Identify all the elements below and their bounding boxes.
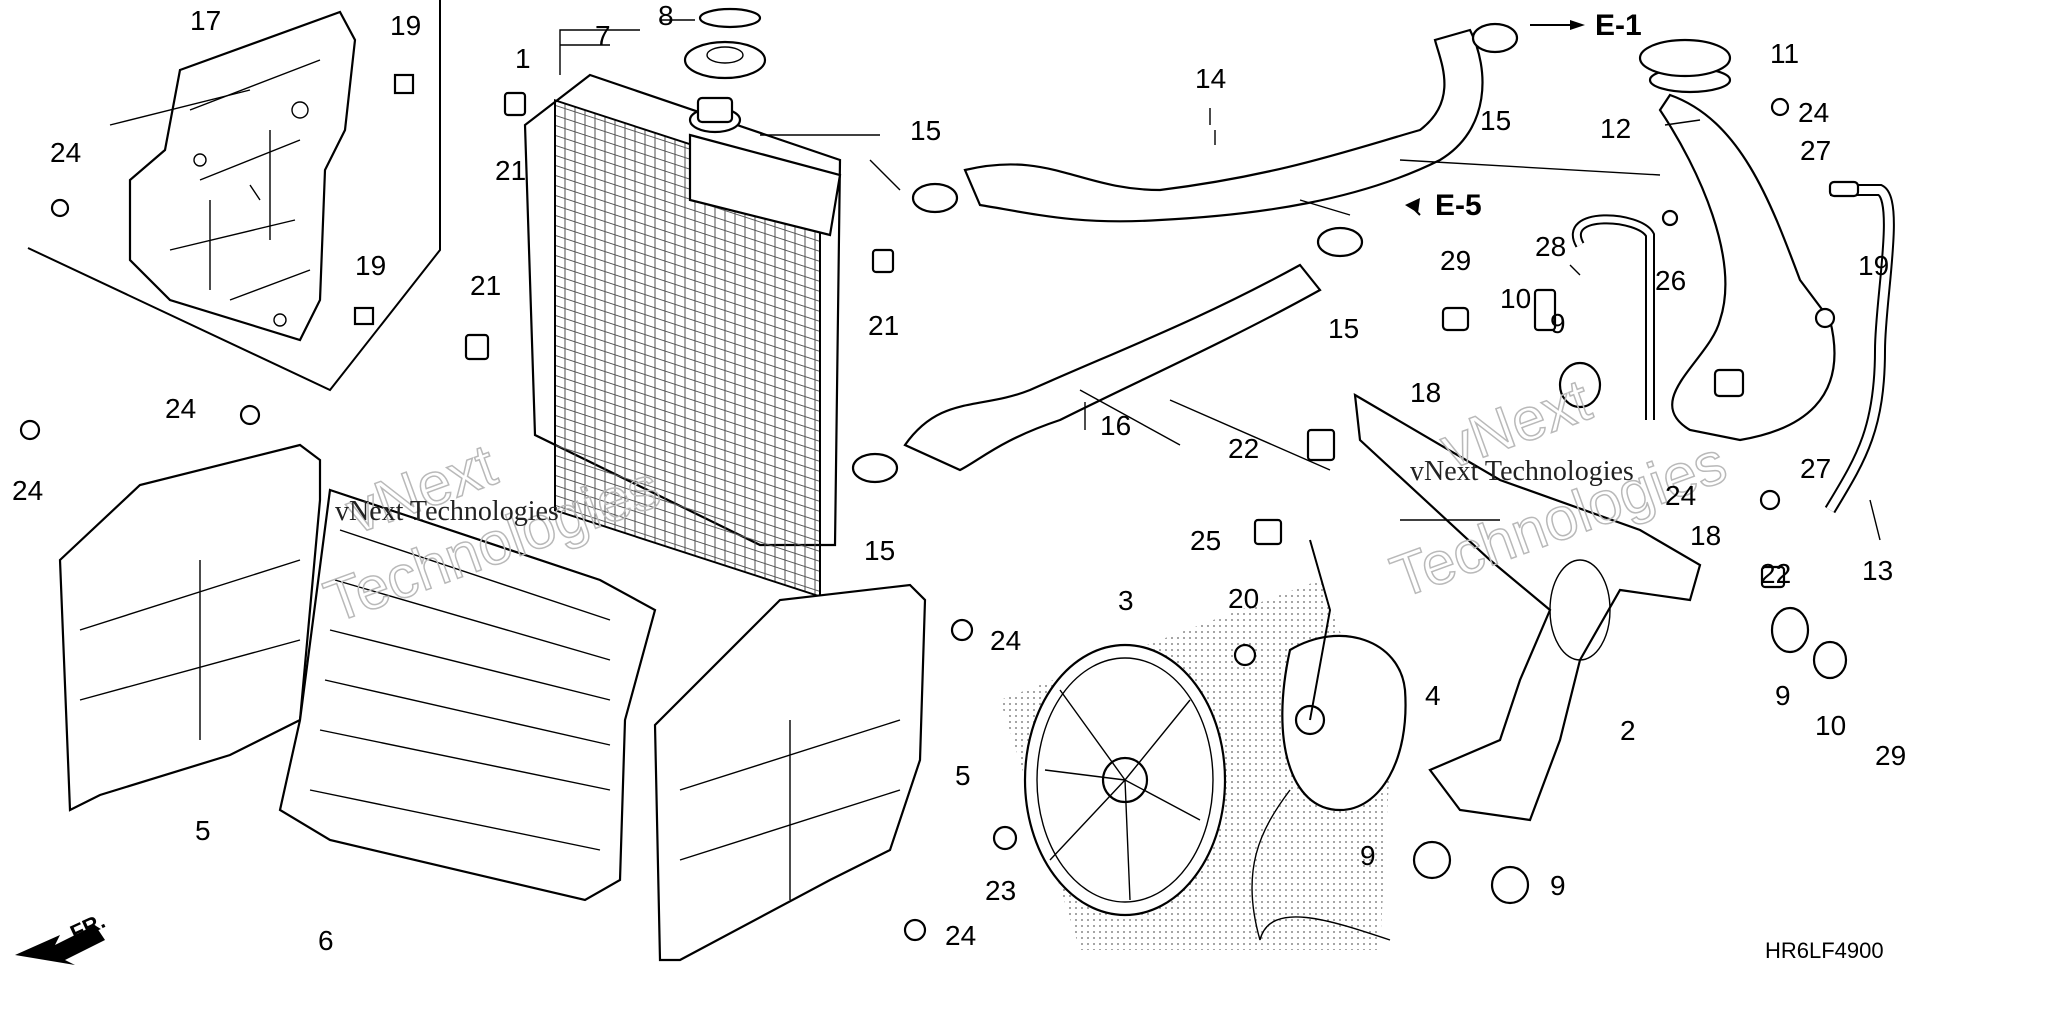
callout-15c: 15: [1328, 313, 1359, 344]
clamp-15-a: [911, 182, 959, 214]
callout-21c: 21: [868, 310, 899, 341]
callout-9a: 9: [1550, 308, 1566, 339]
diagram-code: HR6LF4900: [1765, 938, 1884, 963]
callout-9c: 9: [1360, 840, 1376, 871]
svg-text:vNext Technologies: vNext Technologies: [335, 496, 559, 527]
callout-24b: 24: [165, 393, 196, 424]
callout-27a: 27: [1800, 135, 1831, 166]
guard-6: [278, 488, 657, 902]
callout-24d: 24: [990, 625, 1021, 656]
callout-18b: 18: [1690, 520, 1721, 551]
front-arrow-icon: [15, 925, 105, 965]
callout-19a: 19: [390, 10, 421, 41]
callout-14: 14: [1195, 63, 1226, 94]
callout-16: 16: [1100, 410, 1131, 441]
callout-11: 11: [1770, 38, 1799, 69]
callout-20: 20: [1228, 583, 1259, 614]
callout-24a: 24: [50, 137, 81, 168]
callout-24e: 24: [945, 920, 976, 951]
section-references: E-1 E-5: [1405, 9, 1642, 222]
callout-1: 1: [515, 43, 531, 74]
svg-text:vNext Technologies: vNext Technologies: [1410, 456, 1634, 487]
callout-23: 23: [985, 875, 1016, 906]
callout-15a: 15: [910, 115, 941, 146]
hose-14: [963, 28, 1484, 223]
callout-22a: 22: [1228, 433, 1259, 464]
callout-4: 4: [1425, 680, 1441, 711]
callout-28: 28: [1535, 231, 1566, 262]
callout-6: 6: [318, 925, 334, 956]
radiator-1: [523, 73, 842, 598]
callout-5a: 5: [195, 815, 211, 846]
callout-19b: 19: [355, 250, 386, 281]
callout-21b: 21: [470, 270, 501, 301]
callout-15b: 15: [1480, 105, 1511, 136]
callout-9d: 9: [1550, 870, 1566, 901]
fan-motor-4: [1251, 539, 1407, 941]
callout-24c: 24: [12, 475, 43, 506]
callout-3: 3: [1118, 585, 1134, 616]
callout-5b: 5: [955, 760, 971, 791]
clamp-15-c: [1316, 226, 1364, 258]
callout-15d: 15: [864, 535, 895, 566]
clamp-15-b: [1471, 22, 1519, 54]
callout-27b: 27: [1800, 453, 1831, 484]
bracket-2: [1353, 392, 1702, 822]
small-parts: [19, 73, 1860, 942]
callout-10a: 10: [1500, 283, 1531, 314]
callout-13: 13: [1862, 555, 1893, 586]
callout-22b: 22: [1760, 558, 1791, 589]
callout-17: 17: [190, 5, 221, 36]
callout-24g: 24: [1665, 480, 1696, 511]
callout-8: 8: [658, 0, 674, 31]
callout-25: 25: [1190, 525, 1221, 556]
ref-e5: E-5: [1435, 189, 1482, 222]
tank-cap-11: [1638, 38, 1732, 78]
ref-e1: E-1: [1595, 9, 1642, 42]
callout-7: 7: [595, 20, 611, 51]
callout-24f: 24: [1798, 97, 1829, 128]
callout-29b: 29: [1875, 740, 1906, 771]
side-plate-5-right: [653, 583, 927, 962]
callout-2: 2: [1620, 715, 1636, 746]
hose-16: [903, 263, 1322, 472]
callout-labels: 1 2 3 4 5 5 6 7 8 9 9 9 9 10 10 11 12 13…: [12, 0, 1906, 956]
leader-lines: [109, 19, 1881, 541]
clamp-15-d: [851, 452, 899, 484]
side-plate-5-left: [58, 443, 322, 812]
radiator-cap-7: [683, 40, 767, 80]
bracket-17: [27, 0, 441, 392]
callout-26: 26: [1655, 265, 1686, 296]
callout-9b: 9: [1775, 680, 1791, 711]
callout-29a: 29: [1440, 245, 1471, 276]
callout-18a: 18: [1410, 377, 1441, 408]
callout-12: 12: [1600, 113, 1631, 144]
callout-19c: 19: [1858, 250, 1889, 281]
callout-21a: 21: [495, 155, 526, 186]
cap-seal-8: [698, 7, 762, 29]
callout-10b: 10: [1815, 710, 1846, 741]
